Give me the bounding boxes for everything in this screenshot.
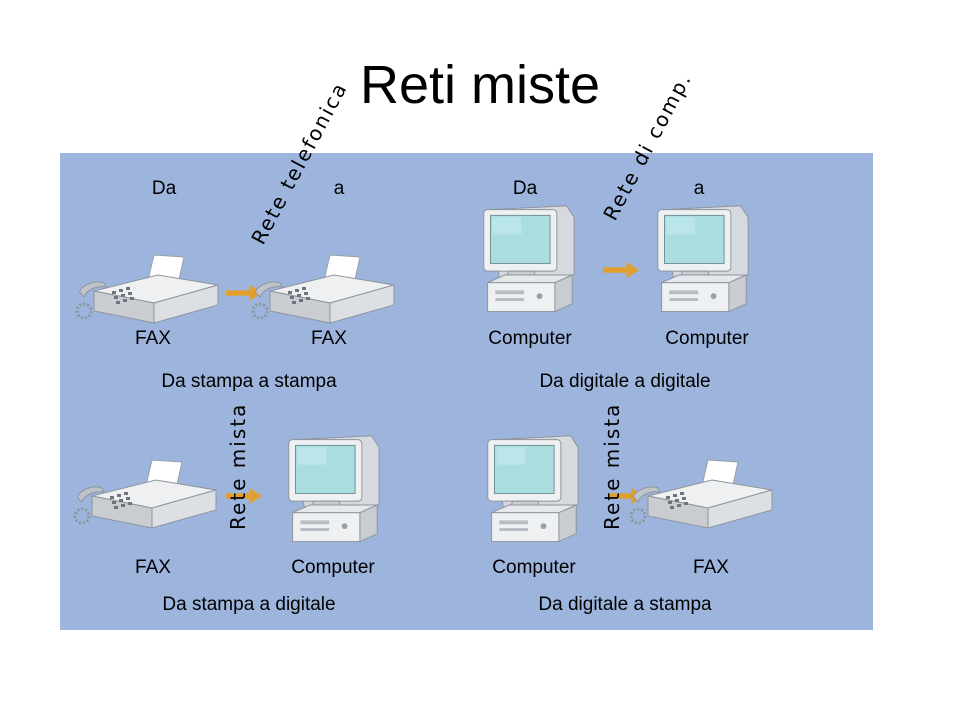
q1-from-label: Da — [151, 178, 177, 199]
computer-icon — [652, 200, 752, 325]
q2-right-device-label: Computer — [665, 328, 749, 349]
q1-right-device-label: FAX — [311, 328, 347, 349]
q3-left-device-label: FAX — [135, 557, 171, 578]
q4-left-device-label: Computer — [492, 557, 576, 578]
q1-to-label: a — [333, 178, 345, 199]
q4-caption: Da digitale a stampa — [538, 594, 712, 615]
computer-icon — [482, 430, 582, 555]
arrow-right-icon — [603, 261, 639, 279]
q4-right-device-label: FAX — [693, 557, 729, 578]
slide-title: Reti miste — [359, 55, 601, 115]
q2-caption: Da digitale a digitale — [539, 371, 711, 392]
rete-mista-left-annotation: Rete mista — [226, 402, 250, 530]
q2-left-device-label: Computer — [488, 328, 572, 349]
q1-left-device-label: FAX — [135, 328, 171, 349]
q1-caption: Da stampa a stampa — [161, 371, 337, 392]
fax-icon — [72, 253, 222, 333]
computer-icon — [478, 200, 578, 325]
q2-from-label: Da — [512, 178, 538, 199]
rete-mista-right-annotation: Rete mista — [600, 402, 624, 530]
q3-caption: Da stampa a digitale — [162, 594, 336, 615]
q2-to-label: a — [693, 178, 705, 199]
q3-right-device-label: Computer — [291, 557, 375, 578]
fax-icon — [248, 253, 398, 333]
fax-icon — [626, 458, 776, 538]
fax-icon — [70, 458, 220, 538]
computer-icon — [283, 430, 383, 555]
